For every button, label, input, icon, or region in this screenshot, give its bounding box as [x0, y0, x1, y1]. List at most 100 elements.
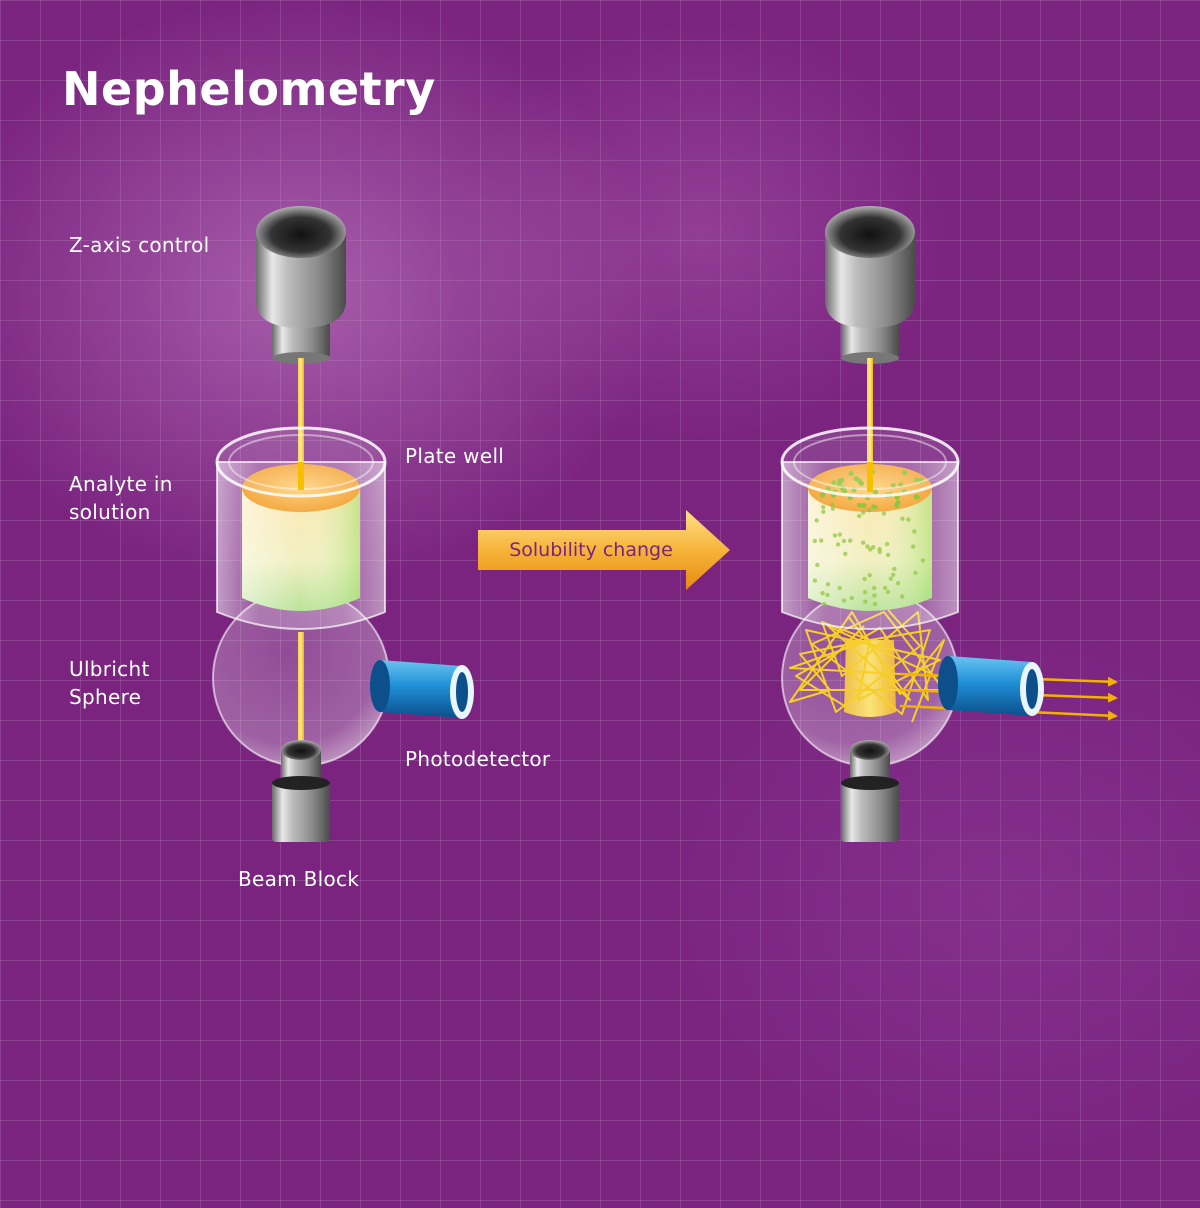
particle [861, 502, 867, 508]
label-photodetector: Photodetector [405, 747, 551, 771]
particle [848, 470, 854, 476]
particle [865, 544, 870, 549]
laser-beam [867, 358, 873, 488]
particle [888, 576, 893, 581]
particle [819, 492, 826, 498]
particle [857, 513, 862, 519]
particle [812, 578, 818, 583]
particle [877, 549, 882, 555]
particle [862, 576, 867, 582]
particle [873, 505, 879, 510]
particle [819, 538, 824, 543]
particle [920, 558, 926, 563]
particle [895, 581, 901, 586]
particle [820, 590, 825, 596]
particle [830, 506, 836, 511]
laser-source-icon [825, 206, 915, 364]
label-analyte-line2: solution [69, 500, 151, 524]
label-beam-block: Beam Block [238, 867, 360, 891]
particle [825, 592, 830, 598]
particle [867, 573, 872, 578]
particle [884, 541, 890, 547]
particle [911, 544, 916, 549]
particle [853, 476, 859, 482]
particle [900, 594, 905, 599]
page-title: Nephelometry [62, 62, 436, 116]
particle [837, 532, 842, 537]
particle [913, 570, 918, 575]
particle [872, 593, 877, 598]
particle [891, 572, 896, 577]
plate-well-icon [215, 426, 387, 630]
solubility-arrow-icon [478, 510, 730, 590]
scattered-light-rays [789, 609, 945, 723]
laser-source-icon [256, 206, 346, 364]
beam-block-icon [272, 740, 330, 842]
particle [821, 504, 826, 510]
particle [863, 599, 868, 604]
particle [914, 494, 920, 500]
particle [849, 595, 854, 601]
particle [867, 508, 872, 513]
particle [885, 552, 891, 558]
particle [862, 590, 868, 595]
particle [841, 538, 847, 544]
particle [843, 551, 848, 556]
particle [837, 585, 842, 591]
particle [892, 566, 897, 572]
particle [861, 540, 866, 545]
photodetector-icon [938, 656, 1044, 716]
particle [918, 478, 924, 484]
beam-block-icon [841, 740, 899, 842]
label-z-axis-control: Z-axis control [69, 233, 210, 257]
photodetector-icon [370, 660, 474, 719]
particle [872, 601, 878, 607]
particle [848, 538, 853, 543]
particle [812, 538, 817, 544]
particle [890, 483, 897, 489]
label-ulbricht-line2: Sphere [69, 685, 142, 709]
particle [831, 480, 837, 486]
particle [840, 487, 846, 493]
particle [914, 477, 920, 483]
solubility-change-label: Solubility change [509, 539, 673, 561]
particle [841, 598, 847, 603]
particle [825, 582, 831, 587]
particle [898, 482, 904, 488]
particle [906, 517, 911, 522]
particle [873, 489, 879, 495]
particle [872, 585, 877, 591]
particle [814, 518, 819, 523]
label-analyte-line1: Analyte in [69, 472, 173, 496]
label-analyte-in-solution: Analyte in solution [69, 470, 209, 526]
particle [832, 533, 838, 538]
particle [861, 510, 866, 515]
label-plate-well: Plate well [405, 444, 505, 468]
particle [868, 547, 873, 552]
particle [839, 477, 845, 483]
particle [900, 516, 905, 521]
particle [881, 511, 887, 516]
laser-beam [298, 358, 304, 488]
particle [821, 509, 826, 514]
particle [912, 529, 917, 534]
label-ulbricht-line1: Ulbricht [69, 657, 150, 681]
particle [821, 601, 827, 607]
particle [902, 470, 908, 476]
particle [885, 589, 891, 595]
particle [882, 585, 888, 591]
right-assembly [780, 206, 1118, 842]
particle [835, 542, 841, 547]
particle [895, 499, 901, 506]
particle [851, 487, 857, 493]
label-ulbricht-sphere: Ulbricht Sphere [69, 655, 209, 711]
scatter-cone [844, 640, 896, 717]
particle [815, 562, 820, 568]
particle [836, 482, 842, 488]
particle [830, 502, 835, 508]
particle [856, 502, 863, 508]
left-assembly [212, 206, 474, 842]
laser-beam-transmitted [298, 632, 304, 762]
plate-well-icon [780, 426, 960, 630]
